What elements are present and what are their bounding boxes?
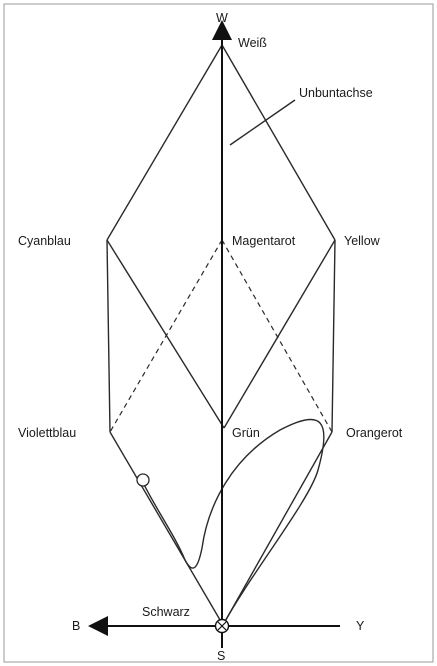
label-yellow: Yellow <box>344 234 381 248</box>
edge-magenta-orange <box>221 239 333 433</box>
black-point-x2 <box>217 621 227 631</box>
edge-white-cyan <box>106 44 223 241</box>
label-b: B <box>72 619 80 633</box>
label-green: Grün <box>232 426 260 440</box>
label-s: S <box>217 649 225 663</box>
edge-yellow-green <box>223 239 336 429</box>
label-cyan: Cyanblau <box>18 234 71 248</box>
marker-circle <box>136 473 150 487</box>
edge-cyan-green <box>106 239 225 429</box>
page-border <box>3 3 434 663</box>
label-achromatic-axis: Unbuntachse <box>299 86 373 100</box>
label-white: Weiß <box>238 36 267 50</box>
label-y: Y <box>356 619 365 633</box>
label-black: Schwarz <box>142 605 190 619</box>
edge-violet-black <box>109 431 224 626</box>
edge-magenta-violet <box>109 239 223 433</box>
achromatic-axis-leader <box>229 99 296 146</box>
edge-white-yellow <box>221 44 336 241</box>
edge-orange-black <box>222 431 333 626</box>
label-violet: Violettblau <box>18 426 76 440</box>
label-w: W <box>216 11 228 25</box>
label-magenta: Magentarot <box>232 234 296 248</box>
edge-yellow-orange <box>331 239 336 433</box>
label-orange: Orangerot <box>346 426 403 440</box>
edge-cyan-violet <box>106 239 111 433</box>
hue-curve <box>139 418 325 626</box>
